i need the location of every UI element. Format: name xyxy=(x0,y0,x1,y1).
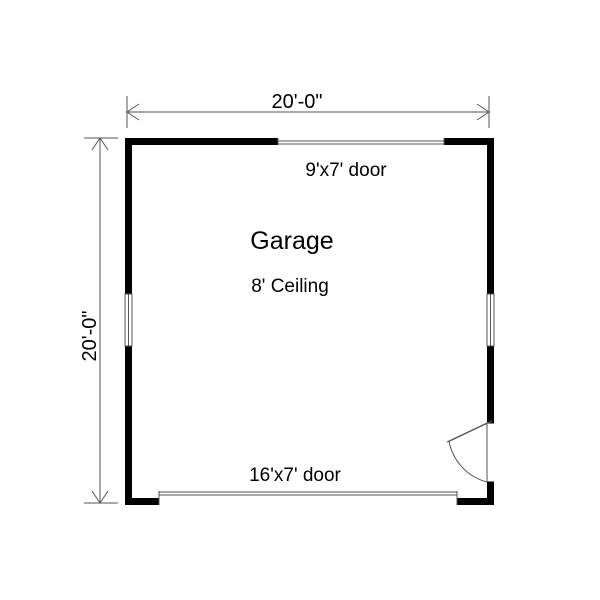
depth-arrow-bottom xyxy=(91,490,109,504)
rear-overhead-door xyxy=(277,138,445,145)
rear-door-label: 9'x7' door xyxy=(305,160,387,181)
width-arrow-left xyxy=(126,103,140,121)
depth-dimension: 20'-0" xyxy=(79,137,118,504)
width-dimension: 20'-0" xyxy=(126,91,490,128)
wall-right-upper xyxy=(487,138,494,294)
side-entry-door xyxy=(446,420,494,483)
ceiling-height-label: 8' Ceiling xyxy=(251,276,329,297)
side-door-leaf xyxy=(446,420,493,443)
depth-dimension-label: 20'-0" xyxy=(79,311,101,362)
wall-bottom-right xyxy=(457,498,494,505)
wall-top-right xyxy=(444,138,494,145)
wall-top-left xyxy=(125,138,278,145)
front-door-label: 16'x7' door xyxy=(249,465,341,486)
wall-bottom-left xyxy=(125,498,159,505)
room-name-label: Garage xyxy=(250,227,333,255)
width-arrow-right xyxy=(476,103,490,121)
wall-right-middle xyxy=(487,346,494,423)
left-window xyxy=(124,293,133,347)
walls xyxy=(125,138,494,505)
width-dimension-label: 20'-0" xyxy=(272,91,323,113)
depth-arrow-top xyxy=(91,137,109,151)
front-overhead-door xyxy=(158,491,458,505)
side-door-swing-arc xyxy=(448,440,488,483)
right-window xyxy=(486,293,495,347)
wall-left-upper xyxy=(125,138,132,294)
wall-right-lower xyxy=(487,482,494,505)
wall-left-lower xyxy=(125,346,132,505)
